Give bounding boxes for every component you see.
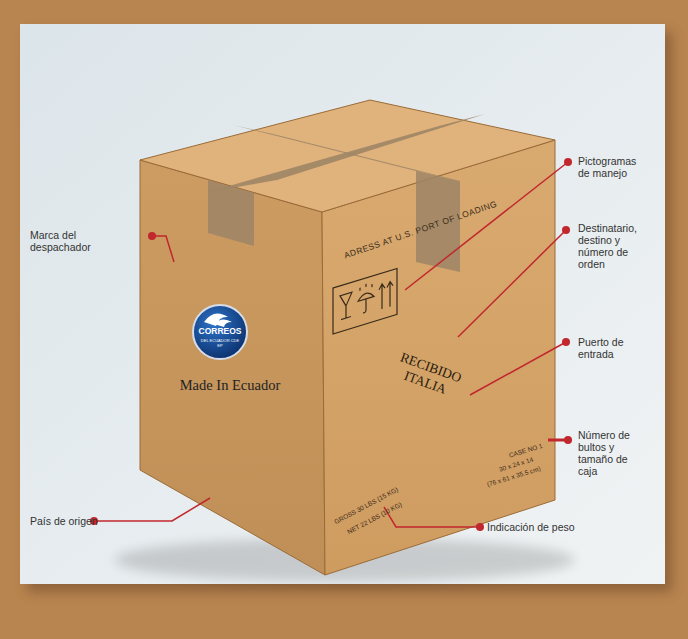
leader-dot [564, 158, 572, 166]
logo-bird [204, 313, 232, 327]
keep-dry-umbrella [358, 281, 374, 314]
leader-line [94, 498, 210, 521]
leader-line [384, 507, 480, 527]
callout-label: Puerto de entrada [578, 336, 640, 360]
logo-circle [193, 305, 247, 359]
box-top-face [140, 100, 555, 212]
logo-text: CORREOS [192, 327, 248, 337]
callout-label: Destinatario, destino y número de orden [578, 222, 646, 270]
fragile-glass [340, 292, 352, 320]
leader-dots [90, 158, 572, 531]
box-right-face [322, 140, 555, 575]
callout-label: Pictogramas de manejo [578, 155, 650, 179]
leader-dot [476, 523, 484, 531]
logo-subtext: DEL ECUADOR CDE EP [198, 339, 242, 348]
leader-dot [562, 226, 570, 234]
this-way-up-arrows [379, 281, 393, 310]
callout-label: Número de bultos y tamaño de caja [578, 429, 632, 477]
leader-line [458, 230, 566, 337]
callout-label: Marca del despachador [30, 229, 102, 253]
panel [20, 24, 665, 584]
leader-lines [94, 162, 568, 527]
handling-pictograms [333, 268, 397, 334]
leader-line [152, 236, 174, 262]
pictogram-frame [333, 268, 397, 334]
leader-line [470, 342, 566, 395]
leader-dot [562, 338, 570, 346]
tape-strip [208, 180, 254, 246]
callout-label: Indicación de peso [487, 521, 575, 533]
callout-label: País de origen [30, 515, 98, 527]
shipper-mark: Made In Ecuador [160, 377, 300, 394]
leader-dot [564, 436, 572, 444]
box-left-face [140, 160, 325, 575]
leader-dot [148, 232, 156, 240]
